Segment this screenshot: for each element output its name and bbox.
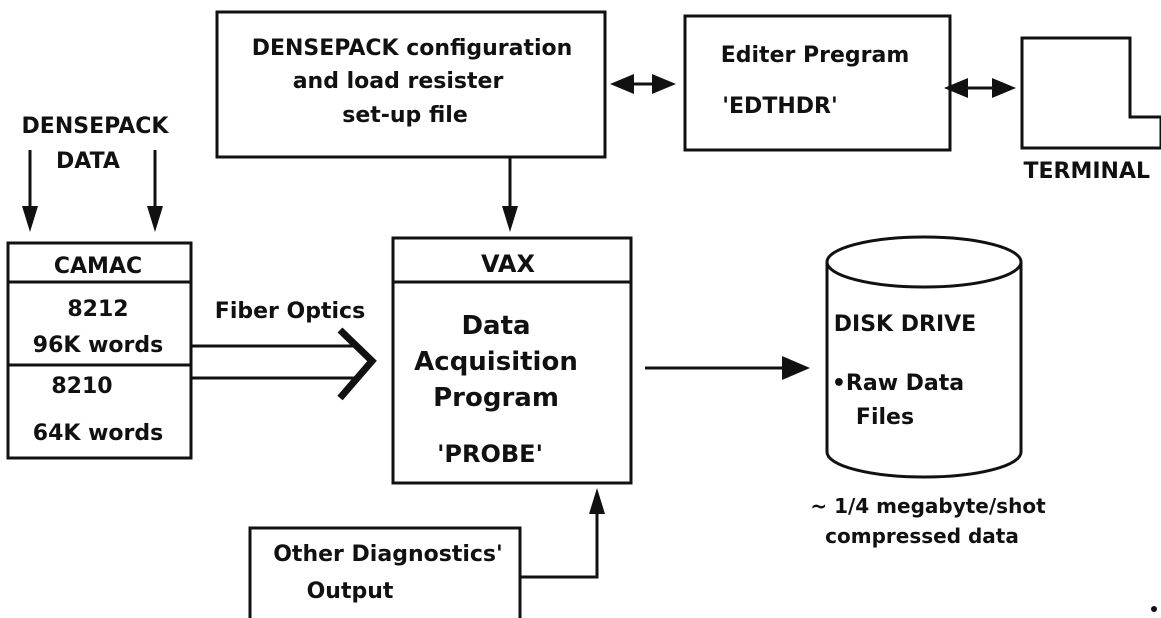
editor-box-line1: Editer Pregram bbox=[721, 43, 910, 68]
fiber-optics-link bbox=[191, 327, 377, 401]
vax-line1: Data bbox=[461, 311, 530, 341]
camac-box bbox=[6, 241, 193, 460]
scan-speck bbox=[1151, 606, 1157, 612]
config-box-line2: and load resister bbox=[293, 69, 504, 94]
densepack-input-arrow-right bbox=[147, 150, 163, 232]
other-diagnostics-line1: Other Diagnostics' bbox=[273, 542, 503, 567]
disk-note-line1: ~ 1/4 megabyte/shot bbox=[810, 494, 1046, 518]
camac-8210-model: 8210 bbox=[51, 374, 112, 399]
vax-header: VAX bbox=[481, 250, 536, 278]
vax-line4: 'PROBE' bbox=[437, 440, 543, 468]
config-box-line3: set-up file bbox=[342, 103, 468, 128]
camac-8212-words: 96K words bbox=[33, 333, 163, 358]
vax-line3: Program bbox=[433, 383, 559, 413]
editor-program-box bbox=[683, 14, 952, 152]
densepack-data-label-line2: DATA bbox=[56, 149, 120, 174]
config-box-line1: DENSEPACK configuration bbox=[252, 36, 573, 61]
densepack-data-label-line1: DENSEPACK bbox=[22, 114, 170, 139]
terminal-icon bbox=[1020, 36, 1161, 150]
disk-drive-cylinder bbox=[825, 235, 1023, 479]
config-to-vax-arrow bbox=[502, 158, 518, 232]
vax-box bbox=[391, 236, 633, 485]
densepack-input-arrow-left bbox=[22, 150, 38, 232]
disk-note-line2: compressed data bbox=[825, 524, 1019, 548]
other-diagnostics-line2: Output bbox=[307, 579, 394, 604]
camac-header: CAMAC bbox=[54, 254, 142, 279]
disk-drive-title: DISK DRIVE bbox=[834, 312, 976, 337]
densepack-config-box bbox=[215, 10, 607, 159]
camac-8210-words: 64K words bbox=[33, 421, 163, 446]
disk-drive-item2: Files bbox=[856, 405, 914, 430]
diagnostics-to-vax-arrow bbox=[520, 488, 605, 579]
terminal-label: TERMINAL bbox=[1023, 159, 1150, 184]
editor-terminal-bidirectional-arrow bbox=[944, 78, 1016, 98]
editor-box-line2: 'EDTHDR' bbox=[722, 94, 837, 119]
other-diagnostics-box bbox=[248, 526, 522, 618]
disk-drive-item1: •Raw Data bbox=[832, 371, 964, 396]
fiber-optics-label: Fiber Optics bbox=[215, 299, 365, 324]
camac-8212-model: 8212 bbox=[67, 297, 128, 322]
vax-line2: Acquisition bbox=[414, 347, 578, 377]
vax-to-disk-arrow bbox=[645, 356, 810, 380]
config-editor-bidirectional-arrow bbox=[610, 74, 676, 94]
